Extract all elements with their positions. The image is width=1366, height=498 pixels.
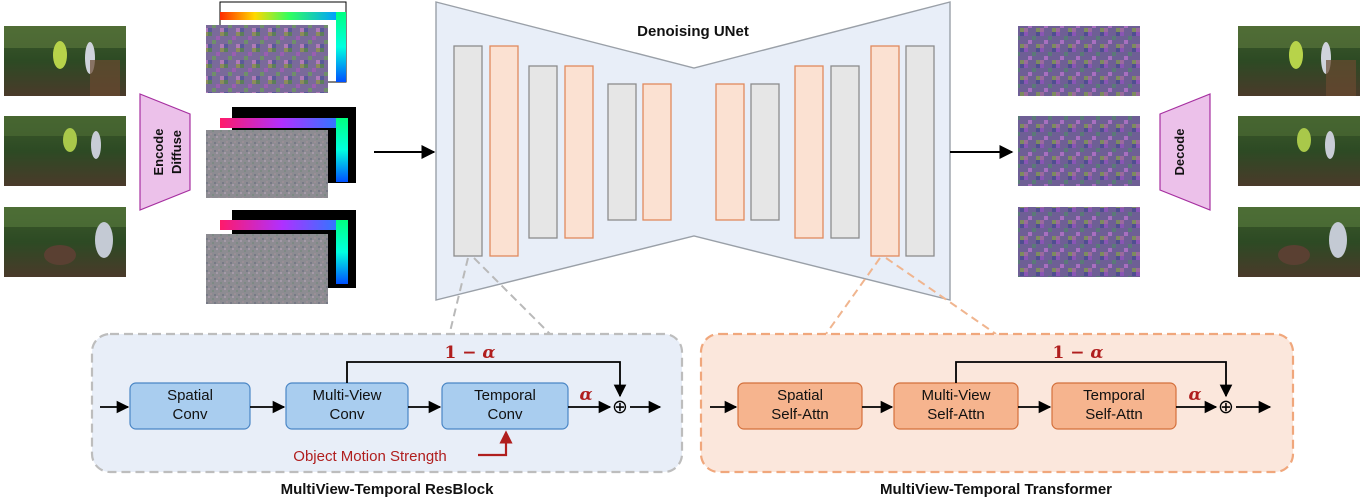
svg-text:Temporal: Temporal <box>1083 387 1145 404</box>
skip-weight-label: 1 − α <box>444 343 495 363</box>
unet-transformer-block <box>564 65 594 239</box>
svg-text:Conv: Conv <box>172 406 208 423</box>
encode-diffuse-block: Encode Diffuse <box>139 93 191 211</box>
spatial-conv-module: Spatial Conv <box>129 382 251 430</box>
multiview-conv-module: Multi-View Conv <box>285 382 409 430</box>
unet-resblock-block <box>607 83 637 221</box>
temporal-conv-module: Temporal Conv <box>441 382 569 430</box>
output-photo <box>1238 116 1360 186</box>
unet-transformer-block <box>794 65 824 239</box>
unet-transformer-block <box>715 83 745 221</box>
unet-transformer-block <box>489 45 519 257</box>
multiview-self-attn-module: Multi-View Self-Attn <box>893 382 1019 430</box>
resblock-caption: MultiView-Temporal ResBlock <box>281 481 494 498</box>
unet-resblock-block <box>905 45 935 257</box>
resblock-detail: Spatial Conv Multi-View Conv Temporal Co… <box>90 332 684 474</box>
svg-text:Temporal: Temporal <box>474 387 536 404</box>
denoised-latent <box>1018 116 1140 186</box>
latent-stack <box>206 210 356 304</box>
transformer-caption: MultiView-Temporal Transformer <box>880 481 1112 498</box>
unet-transformer-block <box>642 83 672 221</box>
alpha-weight-label: α <box>579 385 592 405</box>
svg-text:Spatial: Spatial <box>777 387 823 404</box>
svg-text:Multi-View: Multi-View <box>922 387 991 404</box>
unet-title: Denoising UNet <box>637 23 749 40</box>
decode-label: Decode <box>1172 129 1187 176</box>
svg-text:Spatial: Spatial <box>167 387 213 404</box>
input-photo <box>4 116 126 186</box>
svg-text:Self-Attn: Self-Attn <box>771 406 829 423</box>
svg-text:Self-Attn: Self-Attn <box>1085 406 1143 423</box>
svg-text:Conv: Conv <box>487 406 523 423</box>
denoised-latents <box>1018 26 1140 277</box>
skip-weight-label: 1 − α <box>1052 343 1103 363</box>
alpha-weight-label: α <box>1188 385 1201 405</box>
denoising-unet: Denoising UNet <box>435 1 951 301</box>
sum-node: ⊕ <box>612 397 628 418</box>
input-photo <box>4 26 126 96</box>
latent-stack <box>206 107 356 198</box>
decode-block: Decode <box>1159 93 1211 211</box>
input-photo <box>4 207 126 277</box>
output-photo <box>1238 207 1360 277</box>
output-frames <box>1238 26 1360 277</box>
object-motion-strength-label: Object Motion Strength <box>293 448 446 465</box>
encode-label: Encode <box>151 129 166 176</box>
denoised-latent <box>1018 207 1140 277</box>
temporal-self-attn-module: Temporal Self-Attn <box>1051 382 1177 430</box>
unet-resblock-block <box>453 45 483 257</box>
spatial-self-attn-module: Spatial Self-Attn <box>737 382 863 430</box>
zoom-connectors <box>447 257 997 341</box>
denoised-latent <box>1018 26 1140 96</box>
svg-text:Self-Attn: Self-Attn <box>927 406 985 423</box>
input-frames <box>4 26 126 277</box>
diffuse-label: Diffuse <box>169 130 184 174</box>
latent-stack <box>206 1 347 93</box>
unet-resblock-block <box>528 65 558 239</box>
transformer-detail: Spatial Self-Attn Multi-View Self-Attn T… <box>699 332 1295 474</box>
output-photo <box>1238 26 1360 96</box>
unet-transformer-block <box>870 45 900 257</box>
unet-resblock-block <box>830 65 860 239</box>
svg-text:Conv: Conv <box>329 406 365 423</box>
svg-text:Multi-View: Multi-View <box>313 387 382 404</box>
unet-resblock-block <box>750 83 780 221</box>
sum-node: ⊕ <box>1218 397 1234 418</box>
